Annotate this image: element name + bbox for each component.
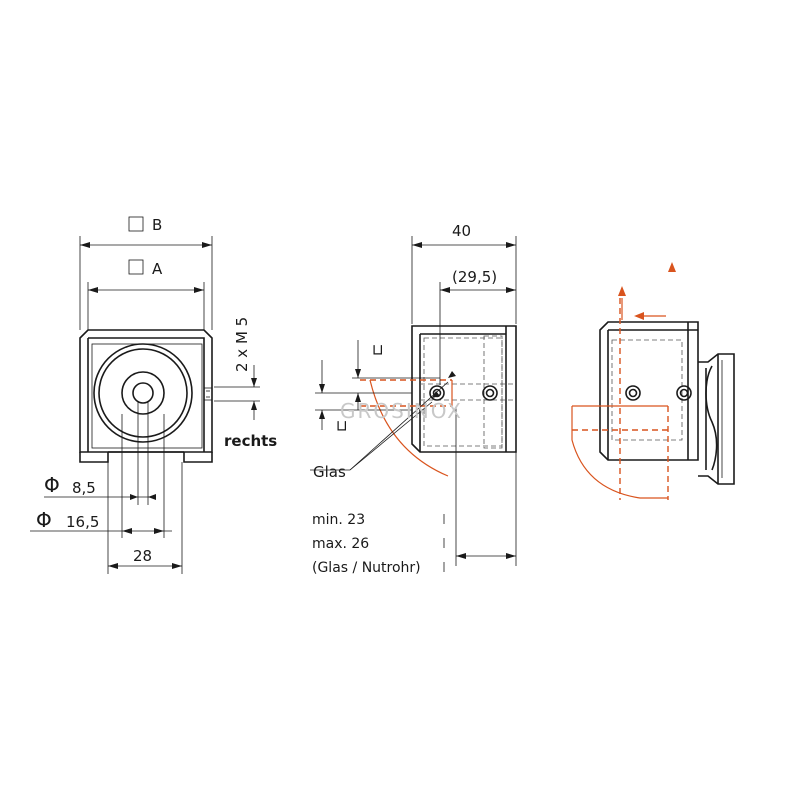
dim-small-2: ⊏ — [332, 419, 350, 432]
screw-right — [482, 385, 498, 401]
screw-left — [429, 385, 445, 401]
phi-large-symbol: Φ — [36, 508, 52, 532]
depth-label: 40 — [452, 222, 471, 240]
arrow-up-red — [668, 262, 676, 272]
phi-large-value: 16,5 — [66, 513, 99, 531]
mounted-view — [571, 262, 735, 500]
side-label: rechts — [224, 432, 277, 450]
side-body-outline — [411, 325, 517, 453]
square-symbol-a — [128, 259, 144, 275]
dim-a-label: A — [152, 260, 163, 278]
note-text: (Glas / Nutrohr) — [312, 560, 421, 576]
max-text: max. 26 — [312, 536, 369, 552]
dim-small-1: ⊏ — [368, 343, 386, 356]
width-label: 28 — [133, 547, 152, 565]
glass-label: Glas — [313, 463, 346, 481]
thread-label: 2 x M 5 — [233, 317, 251, 372]
depth-inner-label: (29,5) — [452, 268, 497, 286]
mounted-flange — [698, 353, 735, 485]
mounted-body-outline — [599, 321, 699, 461]
front-plate-circle — [93, 343, 193, 443]
phi-small-symbol: Φ — [44, 473, 60, 497]
front-view: B A 2 x M 5 rechts Φ 8,5 Φ 16,5 — [30, 216, 277, 574]
watermark: GROSINOX — [340, 399, 463, 423]
square-symbol-b — [128, 216, 144, 232]
min-text: min. 23 — [312, 512, 365, 528]
dim-b-label: B — [152, 216, 162, 234]
side-view: 40 (29,5) ⊏ ⊏ Glas min. 23 max. 26 — [310, 222, 517, 576]
phi-small-value: 8,5 — [72, 479, 96, 497]
